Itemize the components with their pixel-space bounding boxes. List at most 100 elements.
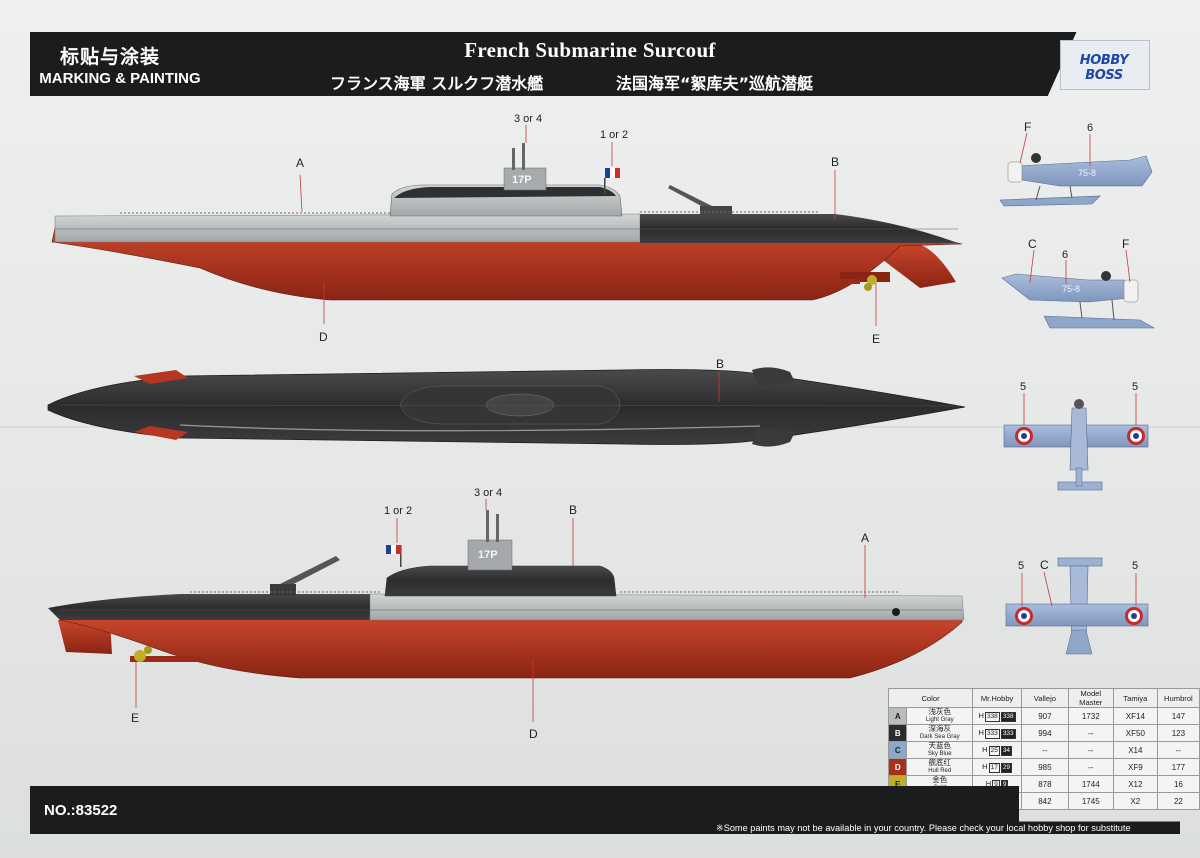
brand-logo — [1060, 40, 1150, 90]
tamiya-cell: XF9 — [1112, 758, 1158, 776]
submarine-profile-top: 17P A B D E 3 or 4 1 or 2 — [51, 113, 963, 346]
model-master-cell: 1744 — [1067, 775, 1114, 793]
footer-bar — [30, 786, 1180, 834]
plane3-fuselage — [1069, 407, 1089, 471]
plane4-label-5-left: 5 — [1018, 560, 1024, 572]
vallejo-cell: 842 — [1021, 792, 1069, 810]
plane2-float — [1043, 315, 1156, 329]
header-color: Color — [887, 688, 974, 708]
mr-hobby-prefix: H — [985, 778, 992, 788]
plane1-engine — [1007, 161, 1023, 183]
top-stern-plane — [840, 272, 890, 282]
tamiya-cell: X14 — [1112, 741, 1158, 759]
seaplane-side-left: 75-8 C 6 F — [1001, 237, 1156, 329]
plan-label-b: B — [716, 357, 724, 371]
seaplane-side-right: 75-8 F 6 — [999, 120, 1153, 207]
plane1-code: 75-8 — [1078, 168, 1096, 178]
plane1-float — [999, 195, 1101, 207]
color-name-zh: 天蓝色 — [928, 741, 951, 750]
section-title: MARKING & PAINTING — [39, 70, 201, 87]
header-tamiya: Tamiya — [1112, 688, 1158, 708]
color-code: D — [894, 762, 901, 772]
top-hull-number: 17P — [512, 174, 532, 186]
top-periscope-2 — [522, 143, 525, 170]
humbrol-cell: 22 — [1156, 792, 1200, 810]
mr-hobby-prefix: H — [978, 710, 984, 720]
plane2-code: 75-8 — [1062, 284, 1080, 294]
plane4-label-5-right: 5 — [1132, 560, 1138, 572]
bottom-flag — [386, 545, 391, 554]
header-model-master: Model Master — [1067, 688, 1114, 708]
plane4-label-c: C — [1040, 558, 1049, 572]
plane1-label-6: 6 — [1087, 122, 1093, 134]
color-code: B — [894, 728, 901, 738]
top-flag — [605, 168, 610, 178]
bottom-periscope-2 — [496, 514, 499, 542]
tamiya-cell: X2 — [1112, 792, 1158, 810]
brand-logo-text: HOBBY BOSS — [1079, 53, 1129, 83]
bottom-hull-gray — [369, 593, 965, 621]
bottom-hull-dark — [48, 594, 370, 620]
bottom-periscope-1 — [486, 510, 489, 542]
bottom-deck-gun — [276, 556, 340, 590]
japanese-subtitle: フランス海軍 スルクフ潜水艦 — [330, 74, 544, 93]
tamiya-cell: XF50 — [1112, 724, 1158, 742]
vallejo-cell: 994 — [1021, 724, 1069, 742]
mr-hobby-code-2: 333 — [1000, 728, 1016, 739]
humbrol-cell: 147 — [1156, 707, 1200, 725]
humbrol-cell: 16 — [1156, 775, 1200, 793]
plan-bow-plane-top — [752, 367, 795, 386]
header-vallejo: Vallejo — [1021, 688, 1069, 708]
humbrol-cell: -- — [1156, 741, 1200, 759]
plane4-wing — [1005, 603, 1149, 627]
plane3-label-5-left: 5 — [1020, 381, 1026, 393]
plan-bow-plane-bottom — [752, 428, 795, 447]
plane2-label-f: F — [1122, 237, 1129, 251]
color-name-en: Light Gray — [925, 717, 954, 723]
mr-hobby-prefix: H — [982, 744, 988, 754]
top-hangar-roof — [394, 187, 616, 198]
paint-table-header: Color Mr.Hobby Vallejo Model Master Tami… — [887, 688, 1200, 708]
mr-hobby-code-2: 29 — [1000, 762, 1013, 773]
color-name-en: Hull Red — [928, 768, 952, 774]
mr-hobby-prefix: H — [978, 727, 984, 737]
bottom-label-flag-decal: 1 or 2 — [384, 505, 412, 517]
label-number-decal: 3 or 4 — [514, 113, 542, 125]
bottom-label-d: D — [529, 727, 538, 741]
top-hull-dark — [640, 214, 958, 243]
plane1-fuselage — [1015, 155, 1153, 187]
plane2-label-6: 6 — [1062, 249, 1068, 261]
plan-stern-plane-bottom — [134, 426, 188, 440]
color-name-zh: 浅灰色 — [928, 707, 951, 716]
color-code: C — [894, 745, 901, 755]
submarine-profile-bottom: 17P 1 or 2 3 or 4 B A D E — [48, 487, 965, 741]
color-code-swatch: C — [887, 741, 908, 759]
header-bar — [30, 32, 1077, 96]
page-title: French Submarine Surcouf — [464, 38, 716, 62]
color-name-zh: 深海灰 — [928, 724, 951, 733]
vallejo-cell: 907 — [1021, 707, 1069, 725]
bottom-keel-fin — [130, 656, 200, 662]
model-master-cell: 1745 — [1067, 792, 1114, 810]
color-name-zh: 金色 — [932, 775, 948, 784]
bottom-label-b: B — [569, 503, 577, 517]
label-flag-decal: 1 or 2 — [600, 129, 628, 141]
top-propeller — [867, 275, 877, 285]
tamiya-cell: XF14 — [1112, 707, 1158, 725]
bottom-label-e: E — [131, 711, 139, 725]
label-b: B — [831, 155, 839, 169]
mr-hobby-code-1: 333 — [984, 728, 1000, 739]
top-keel-fin — [740, 279, 860, 284]
bottom-label-number-decal: 3 or 4 — [474, 487, 502, 499]
plane1-cockpit — [1031, 153, 1041, 163]
color-code-swatch: B — [887, 724, 908, 742]
tamiya-cell: X12 — [1112, 775, 1158, 793]
humbrol-cell: 177 — [1156, 758, 1200, 776]
plane3-label-5-right: 5 — [1132, 381, 1138, 393]
color-name-en: Sky Blue — [927, 751, 952, 757]
